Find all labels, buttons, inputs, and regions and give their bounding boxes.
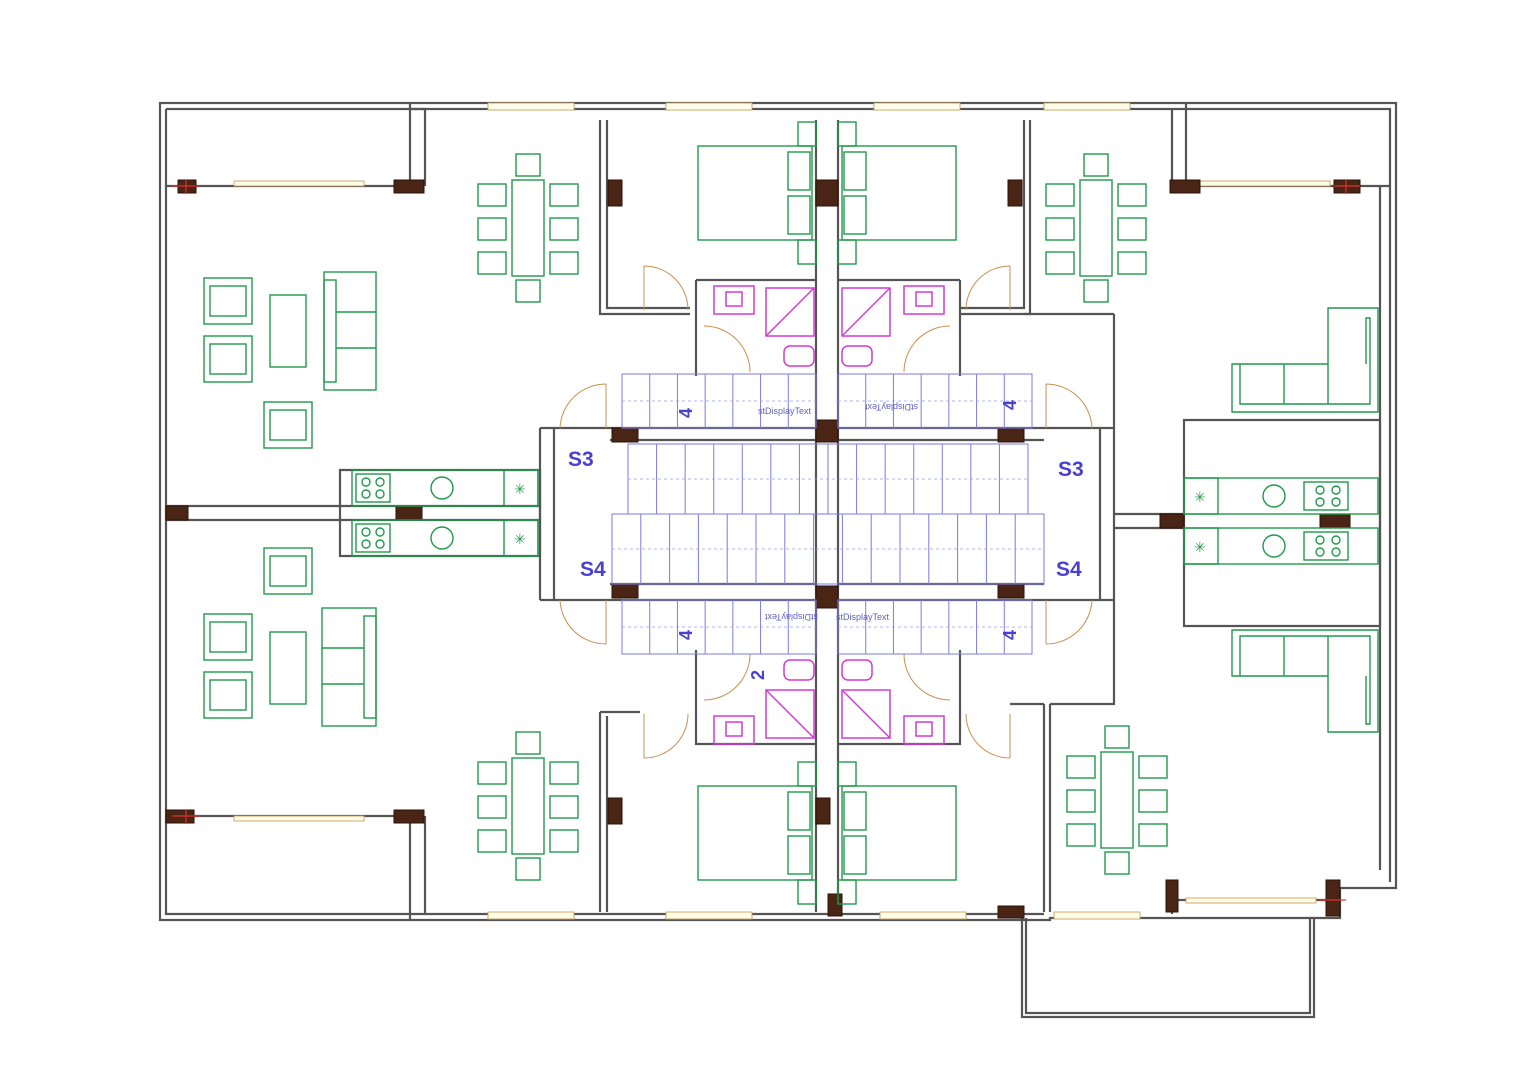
bed-icon [837, 761, 957, 905]
placeholder-text-bottom-right: stDisplayText [836, 612, 890, 622]
dining-table-icon [1066, 725, 1168, 875]
svg-text:✳: ✳ [1194, 540, 1206, 556]
stove-icon [355, 473, 391, 503]
flight-number-br: 4 [1000, 630, 1020, 640]
stair-core [611, 373, 1045, 655]
bathroom-fixtures [713, 285, 945, 745]
furniture: ✳ ✳ ✳ ✳ [203, 121, 1379, 905]
washbasin-icon [713, 285, 755, 315]
flight-number-tl: 4 [676, 408, 696, 418]
windows [233, 102, 1331, 920]
stair-label-s3-right: S3 [1058, 458, 1084, 481]
grid-ticks [172, 180, 1360, 901]
placeholder-text-top-right: stDisplayText [864, 402, 918, 412]
dining-table-icon [477, 731, 579, 881]
flight-number-tr: 4 [1000, 400, 1020, 410]
flight-number-bl: 4 [676, 630, 696, 640]
stair-label-s3-left: S3 [568, 448, 594, 471]
svg-text:✳: ✳ [514, 532, 526, 548]
flight-number-mid: 2 [748, 670, 768, 680]
dining-table-icon [477, 153, 579, 303]
svg-text:✳: ✳ [1194, 490, 1206, 506]
shower-icon [765, 287, 815, 337]
bed-icon [837, 121, 957, 265]
kitchen-left: ✳ ✳ [351, 469, 539, 557]
sofa-icon [203, 271, 377, 449]
labels: S3 S3 S4 S4 4 4 4 4 2 stDisplayText stDi… [568, 400, 1084, 680]
bed-icon [697, 121, 817, 265]
toilet-icon [783, 345, 815, 367]
placeholder-text-top-left: stDisplayText [758, 406, 812, 416]
sofa-icon [203, 547, 377, 727]
interior-walls [166, 120, 1382, 912]
doors [559, 265, 1093, 759]
fan-icon: ✳ [514, 482, 526, 498]
bed-icon [697, 761, 817, 905]
kitchen-right: ✳ ✳ [1183, 477, 1379, 565]
stair-label-s4-left: S4 [580, 558, 606, 581]
sink-icon [430, 476, 454, 500]
sofa-icon [1231, 307, 1379, 733]
stair-label-s4-right: S4 [1056, 558, 1082, 581]
structural-columns [165, 179, 1361, 919]
placeholder-text-bottom-left: stDisplayText [764, 612, 818, 622]
dining-table-icon [1045, 153, 1147, 303]
